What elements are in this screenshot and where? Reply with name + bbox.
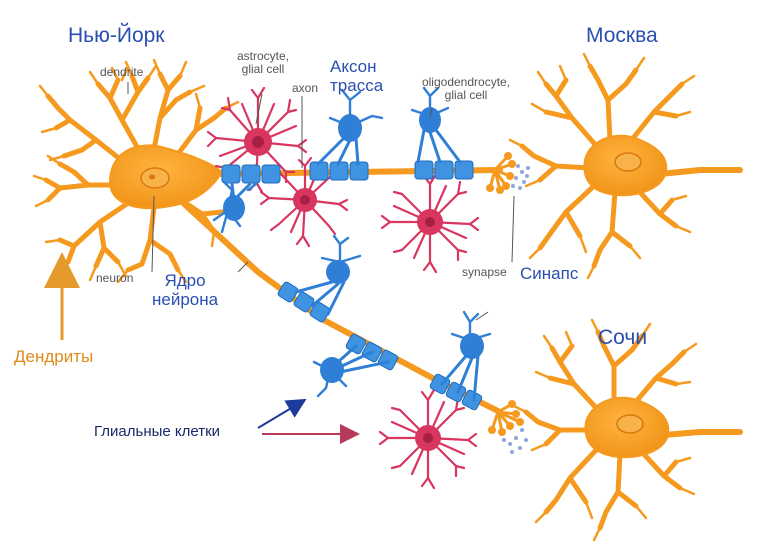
label-moscow: Москва [586,24,658,47]
label-axon-route: Аксон трасса [330,57,384,95]
terminal-buttons-top [486,152,516,194]
axon-terminal-top [488,154,514,192]
synaptic-vesicles-bottom [502,428,528,454]
label-oligodendrocyte: oligodendrocyte, glial cell [421,75,511,103]
astrocyte-middle [259,156,349,248]
astrocyte-top [206,86,308,194]
label-astrocyte: astrocyte, glial cell [236,49,290,77]
glial-arrow-blue [257,398,307,429]
oligodendrocyte-6 [440,310,492,402]
oligodendrocyte-2 [316,88,384,166]
nucleus-right-top [614,152,642,172]
axon-terminal-bottom [490,402,522,434]
myelin-sheaths-top [221,160,474,184]
label-synapse: synapse [462,265,507,279]
nucleus-right-bottom [616,414,644,434]
myelin-sheaths-branch [277,281,483,411]
label-axon: axon [292,81,319,95]
oligodendrocyte-5 [312,344,390,398]
oligodendrocyte-3 [410,86,462,164]
label-glial-cells: Глиальные клетки [94,423,221,440]
label-new-york: Нью-Йорк [68,24,165,47]
label-synapse-ru: Синапс [520,264,579,283]
label-dendrite: dendrite [100,65,144,79]
leader-lines [127,82,515,321]
label-sochi: Сочи [598,326,648,349]
nucleus-left [140,167,170,189]
oligodendrocyte-4 [294,234,362,316]
synaptic-vesicles-top [511,164,530,190]
label-neuron: neuron [96,271,134,285]
terminal-buttons-bottom [488,400,524,436]
label-dendrites-ru: Дендриты [14,347,94,366]
astrocyte-right [380,172,480,274]
oligodendrocyte-1 [212,180,258,234]
label-nucleus: Ядро нейрона [152,271,219,309]
astrocyte-bottom [378,388,478,490]
